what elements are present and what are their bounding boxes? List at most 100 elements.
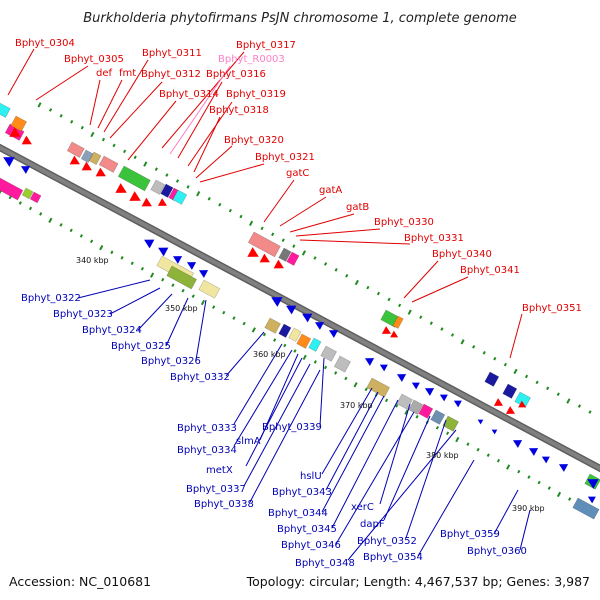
gene-label[interactable]: gatB (346, 202, 369, 213)
tick-mark (120, 255, 124, 260)
tick-mark (39, 212, 43, 216)
tick-mark (112, 143, 116, 148)
gene-label[interactable]: Bphyt_0325 (111, 341, 171, 352)
tick-mark (69, 228, 73, 233)
tick-mark (419, 315, 423, 320)
gene-label[interactable]: fmt (119, 68, 136, 79)
gene-label[interactable]: Bphyt_0348 (295, 558, 355, 569)
leader-line (417, 459, 475, 557)
gene-block (166, 265, 198, 290)
gene-label[interactable]: Bphyt_0351 (522, 303, 582, 314)
gene-label[interactable]: hslU (300, 471, 322, 482)
tick-mark (517, 469, 521, 474)
leader-line (405, 419, 447, 539)
gene-label[interactable]: Bphyt_0346 (281, 540, 341, 551)
forward-gene-arrow (247, 247, 259, 257)
leader-line (109, 81, 163, 139)
tick-mark (271, 232, 275, 237)
gene-block (0, 177, 24, 201)
tick-mark (28, 206, 33, 211)
gene-label[interactable]: Bphyt_0360 (467, 546, 527, 557)
tick-mark (345, 273, 349, 278)
gene-label[interactable]: Bphyt_0337 (186, 484, 246, 495)
tick-mark (429, 321, 433, 325)
gene-label[interactable]: Bphyt_0333 (177, 423, 237, 434)
tick-mark (354, 279, 359, 286)
tick-mark (281, 238, 285, 243)
tick-mark (293, 349, 297, 353)
gene-label[interactable]: gatC (286, 168, 309, 179)
gene-label[interactable]: Bphyt_0317 (236, 40, 296, 51)
gene-label[interactable]: Bphyt_0343 (272, 487, 332, 498)
forward-gene-arrow (95, 167, 106, 177)
leader-line (103, 59, 149, 133)
gene-label[interactable]: Bphyt_0345 (277, 524, 337, 535)
gene-block (0, 101, 11, 118)
tick-mark (154, 167, 158, 171)
tick-mark (283, 343, 287, 348)
gene-label[interactable]: Bphyt_0359 (440, 529, 500, 540)
gene-label[interactable]: Bphyt_0314 (159, 89, 219, 100)
tick-mark (503, 362, 507, 367)
reverse-gene-arrow (587, 496, 596, 504)
gene-label[interactable]: Bphyt_0338 (194, 499, 254, 510)
gene-label[interactable]: Bphyt_0312 (141, 69, 201, 80)
tick-mark (415, 414, 419, 419)
tick-mark (165, 173, 169, 177)
gene-label[interactable]: Bphyt_0304 (15, 38, 75, 49)
gene-label[interactable]: xerC (351, 502, 374, 513)
gene-block (430, 409, 446, 425)
gene-label[interactable]: metX (206, 465, 233, 476)
gene-block (366, 377, 390, 398)
leader-line (195, 145, 233, 179)
gene-label[interactable]: Bphyt_R0003 (218, 54, 285, 65)
tick-mark (472, 345, 476, 349)
gene-block (484, 371, 500, 387)
gene-label[interactable]: Bphyt_0326 (141, 356, 201, 367)
forward-gene-arrow (259, 253, 270, 263)
gene-block (288, 327, 302, 342)
gene-label[interactable]: Bphyt_0340 (432, 249, 492, 260)
gene-label[interactable]: Bphyt_0322 (21, 293, 81, 304)
gene-arrows (3, 127, 599, 504)
gene-label[interactable]: Bphyt_0332 (170, 372, 230, 383)
tick-mark (387, 297, 391, 302)
leader-line (319, 357, 325, 427)
genome-summary-text: Topology: circular; Length: 4,467,537 bp… (246, 574, 590, 589)
gene-label[interactable]: Bphyt_0321 (255, 152, 315, 163)
leader-line (165, 297, 189, 347)
gene-label[interactable]: Bphyt_0320 (224, 135, 284, 146)
reverse-gene-arrow (491, 429, 498, 435)
gene-label[interactable]: Bphyt_0334 (177, 445, 237, 456)
gene-label[interactable]: Bphyt_0354 (363, 552, 423, 563)
gene-label[interactable]: Bphyt_0330 (374, 217, 434, 228)
gene-label[interactable]: Bphyt_0352 (357, 536, 417, 547)
gene-block (572, 497, 600, 520)
scale-label: 390 kbp (512, 504, 545, 513)
tick-mark (334, 268, 338, 272)
gene-label[interactable]: Bphyt_0305 (64, 54, 124, 65)
gene-label[interactable]: Bphyt_0339 (262, 422, 322, 433)
gene-block (308, 337, 322, 352)
gene-label[interactable]: Bphyt_0331 (404, 233, 464, 244)
tick-mark (313, 360, 317, 364)
tick-mark (37, 102, 42, 108)
gene-label[interactable]: Bphyt_0324 (82, 325, 142, 336)
gene-label[interactable]: Bphyt_0318 (209, 105, 269, 116)
gene-label[interactable]: def (96, 68, 113, 79)
tick-mark (239, 214, 243, 219)
gene-label[interactable]: Bphyt_0311 (142, 48, 202, 59)
gene-label[interactable]: dapF (360, 519, 385, 530)
gene-label[interactable]: gatA (319, 185, 342, 196)
gene-label[interactable]: Bphyt_0323 (53, 309, 113, 320)
tick-mark (181, 288, 185, 293)
tick-mark (186, 185, 190, 189)
gene-label[interactable]: Bphyt_0341 (460, 265, 520, 276)
gene-label[interactable]: slmA (236, 436, 261, 447)
gene-label[interactable]: Bphyt_0316 (206, 69, 266, 80)
leader-line (245, 357, 303, 467)
gene-label[interactable]: Bphyt_0344 (268, 508, 328, 519)
backbone-line-core (0, 145, 600, 471)
gene-label[interactable]: Bphyt_0319 (226, 89, 286, 100)
